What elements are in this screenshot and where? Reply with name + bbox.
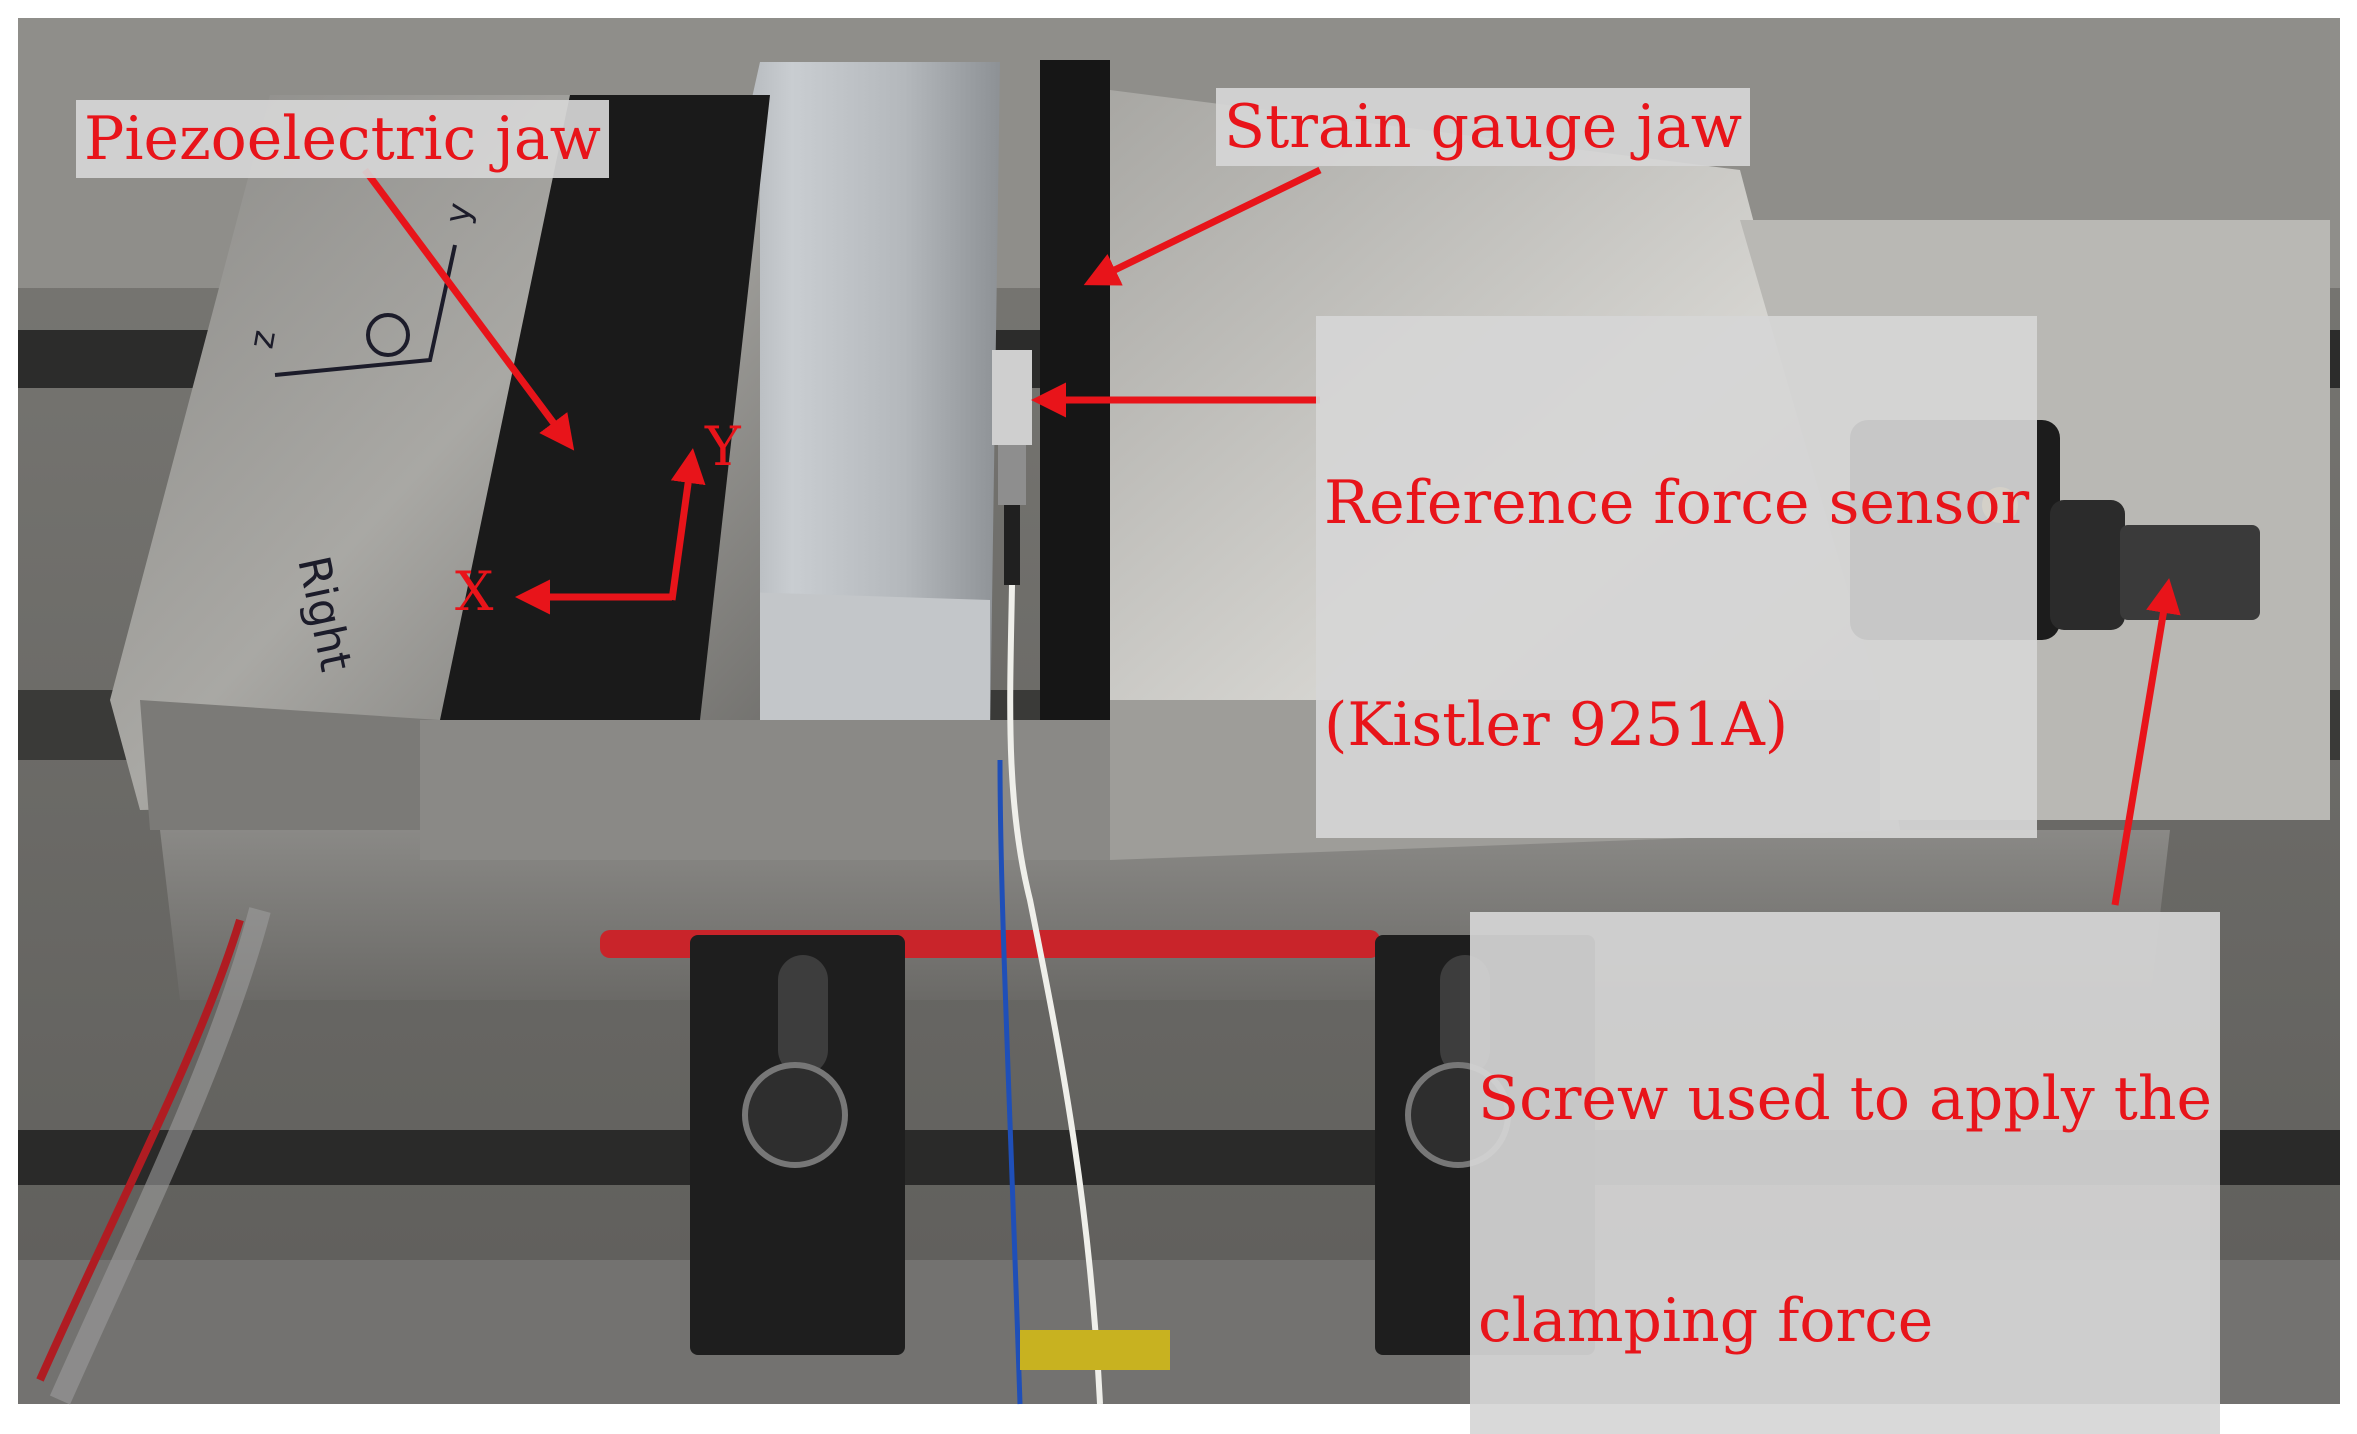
axis-y-arrow xyxy=(668,448,706,601)
reference-force-sensor xyxy=(992,350,1032,445)
clamp-slot-left xyxy=(778,955,828,1075)
label-reference-sensor-line1: Reference force sensor xyxy=(1324,468,2030,538)
sensor-cable-white xyxy=(1007,584,1103,1405)
screw-collar xyxy=(2050,500,2125,630)
red-wires xyxy=(36,918,244,1382)
sensor-connector xyxy=(998,445,1026,505)
piezo-jaw-lower-face xyxy=(420,720,1110,860)
yellow-marking xyxy=(1020,1330,1170,1370)
label-strain-gauge-jaw: Strain gauge jaw xyxy=(1216,88,1751,166)
label-reference-sensor-line2: (Kistler 9251A) xyxy=(1324,690,1789,760)
piezo-jaw-front xyxy=(140,700,440,830)
sensor-cable-sleeve xyxy=(1004,505,1020,585)
label-screw: Screw used to apply the clamping force xyxy=(1470,912,2221,1434)
arrow-strain-gauge-jaw xyxy=(1083,166,1322,286)
sensor-cable-blue xyxy=(997,759,1023,1405)
label-screw-line1: Screw used to apply the xyxy=(1478,1064,2213,1134)
clamping-screw xyxy=(2120,525,2260,620)
piezo-jaw-black-plate xyxy=(440,95,770,720)
label-reference-sensor: Reference force sensor (Kistler 9251A) xyxy=(1316,316,2038,838)
clamp-bolt-left xyxy=(742,1062,848,1168)
arrow-screw xyxy=(2111,578,2181,906)
arrow-piezo-jaw xyxy=(362,167,575,451)
wire-sleeve xyxy=(49,907,271,1405)
axis-y-label: Y xyxy=(705,415,741,478)
label-piezoelectric-jaw: Piezoelectric jaw xyxy=(76,100,610,178)
label-screw-line2: clamping force xyxy=(1478,1286,1934,1356)
handwritten-z-symbol xyxy=(366,313,410,357)
axis-x-label: X xyxy=(455,560,494,623)
